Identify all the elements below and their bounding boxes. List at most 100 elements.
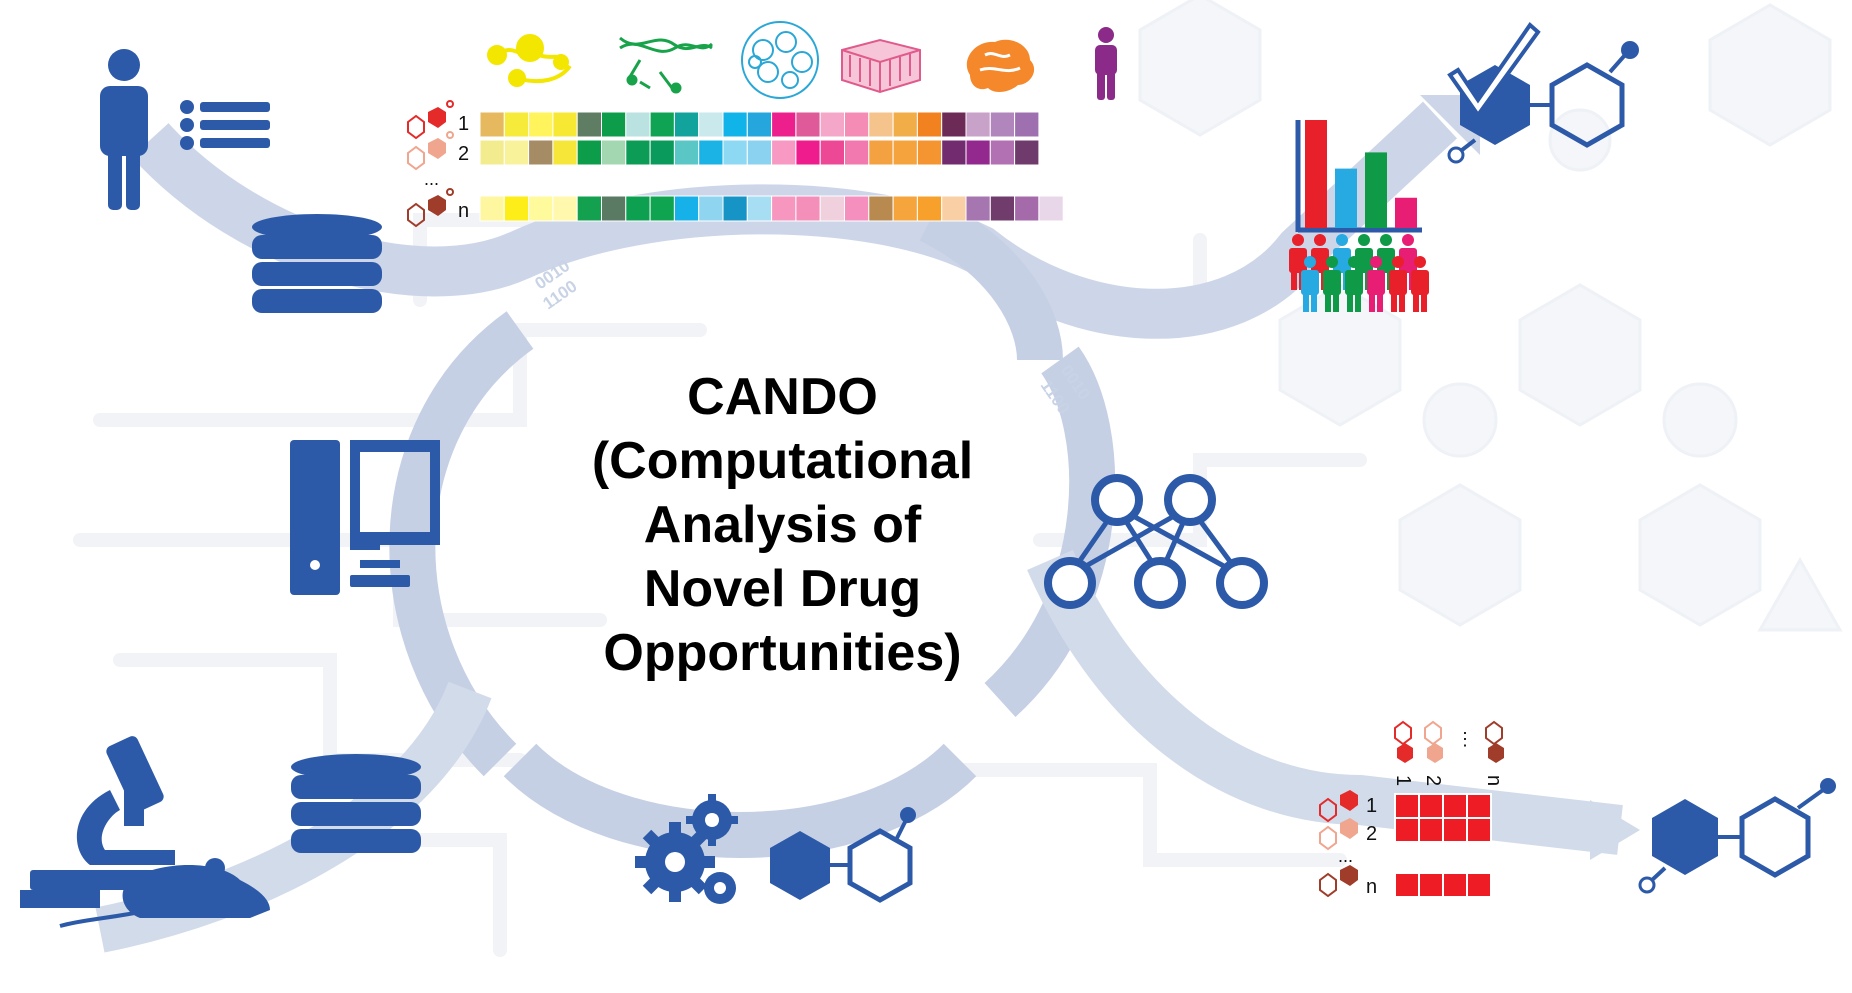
person-figure bbox=[1367, 256, 1385, 312]
similarity-cell bbox=[1442, 817, 1468, 843]
protein-structure-icon bbox=[487, 34, 572, 87]
tissue-icon bbox=[841, 38, 921, 94]
title: CANDO (Computational Analysis of Novel D… bbox=[555, 365, 1010, 685]
gears-icon bbox=[635, 794, 738, 904]
similarity-cell bbox=[1442, 872, 1468, 898]
similarity-cell bbox=[1418, 793, 1444, 819]
bar bbox=[1365, 152, 1387, 228]
signature-cell bbox=[649, 111, 675, 138]
col-label-n: n bbox=[1483, 775, 1505, 786]
mrow-label-2: 2 bbox=[1366, 823, 1377, 845]
signature-cell bbox=[965, 111, 991, 138]
signature-cell bbox=[528, 111, 554, 138]
signature-cell bbox=[1038, 195, 1064, 222]
mrow-compound-1-icon bbox=[1319, 790, 1358, 823]
signature-cell bbox=[965, 195, 991, 222]
signature-row-labels: 1 2 ... n bbox=[407, 100, 469, 228]
signature-cell bbox=[844, 195, 870, 222]
lower-right-band bbox=[1027, 549, 1623, 855]
signature-cell bbox=[552, 139, 578, 166]
molecule-icon-bottom bbox=[770, 807, 916, 903]
person-figure bbox=[1411, 256, 1429, 312]
signature-cell bbox=[552, 195, 578, 222]
signature-cell bbox=[941, 195, 967, 222]
signature-cell bbox=[844, 139, 870, 166]
signature-cell bbox=[989, 139, 1016, 166]
row-label-1: 1 bbox=[458, 113, 469, 135]
similarity-cell bbox=[1418, 872, 1444, 898]
signature-cell bbox=[795, 195, 821, 222]
signature-cell bbox=[625, 111, 651, 138]
title-line-1: CANDO bbox=[687, 368, 878, 426]
signature-cell bbox=[965, 139, 991, 166]
similarity-cell bbox=[1442, 793, 1468, 819]
signature-matrix bbox=[479, 111, 1064, 222]
signature-cell bbox=[698, 195, 724, 222]
signature-cell bbox=[649, 195, 675, 222]
signature-cell bbox=[819, 195, 846, 222]
compound-1-icon bbox=[407, 100, 454, 140]
compound-2-icon bbox=[407, 131, 454, 171]
signature-cell bbox=[771, 111, 797, 138]
signature-cell bbox=[916, 195, 943, 222]
signature-cell bbox=[625, 195, 651, 222]
signature-cell bbox=[673, 195, 700, 222]
signature-cell bbox=[698, 111, 724, 138]
signature-cell bbox=[601, 111, 627, 138]
col-ellipsis: ⋮ bbox=[1456, 729, 1474, 749]
mrow-label-1: 1 bbox=[1366, 795, 1377, 817]
signature-cell bbox=[722, 139, 748, 166]
person-figure bbox=[1323, 256, 1341, 312]
signature-cell bbox=[528, 139, 554, 166]
cell-icon bbox=[741, 21, 819, 99]
title-line-4: Novel Drug bbox=[643, 560, 922, 618]
person-figure bbox=[1389, 256, 1407, 312]
signature-cell bbox=[673, 111, 700, 138]
signature-cell bbox=[528, 195, 554, 222]
signature-cell bbox=[892, 139, 918, 166]
signature-cell bbox=[601, 195, 627, 222]
signature-cell bbox=[479, 195, 505, 222]
row-ellipsis: ... bbox=[424, 169, 439, 189]
row-label-n: n bbox=[458, 200, 469, 222]
mrow-compound-n-icon bbox=[1319, 865, 1358, 898]
signature-cell bbox=[916, 111, 943, 138]
person-list-icon bbox=[100, 49, 270, 210]
signature-cell bbox=[795, 139, 821, 166]
signature-cell bbox=[746, 195, 773, 222]
person-figure bbox=[1301, 256, 1319, 312]
signature-cell bbox=[844, 111, 870, 138]
signature-cell bbox=[941, 111, 967, 138]
signature-cell bbox=[503, 111, 530, 138]
similarity-cell bbox=[1466, 817, 1492, 843]
signature-cell bbox=[746, 139, 773, 166]
background-hexagons bbox=[1138, 0, 1843, 632]
similarity-cell bbox=[1394, 793, 1420, 819]
mrow-ellipsis: ... bbox=[1338, 846, 1353, 866]
check-molecule-icon bbox=[1447, 22, 1639, 164]
signature-cell bbox=[625, 139, 651, 166]
col-label-2: 2 bbox=[1422, 775, 1444, 786]
row-label-2: 2 bbox=[458, 143, 469, 165]
signature-cell bbox=[819, 139, 846, 166]
signature-cell bbox=[868, 139, 894, 166]
signature-cell bbox=[771, 139, 797, 166]
signature-cell bbox=[989, 111, 1016, 138]
neural-network-icon bbox=[1044, 474, 1268, 609]
signature-cell bbox=[479, 111, 505, 138]
signature-cell bbox=[1014, 111, 1040, 138]
person-figure bbox=[1345, 256, 1363, 312]
signature-cell bbox=[989, 195, 1016, 222]
signature-cell bbox=[722, 111, 748, 138]
database-icon bbox=[252, 214, 382, 313]
signature-cell bbox=[819, 111, 846, 138]
signature-cell bbox=[576, 139, 603, 166]
signature-cell bbox=[698, 139, 724, 166]
human-icon bbox=[1095, 27, 1117, 100]
similarity-cell bbox=[1394, 872, 1420, 898]
compound-n-icon bbox=[407, 188, 454, 228]
signature-cell bbox=[503, 139, 530, 166]
signature-cell bbox=[552, 111, 578, 138]
